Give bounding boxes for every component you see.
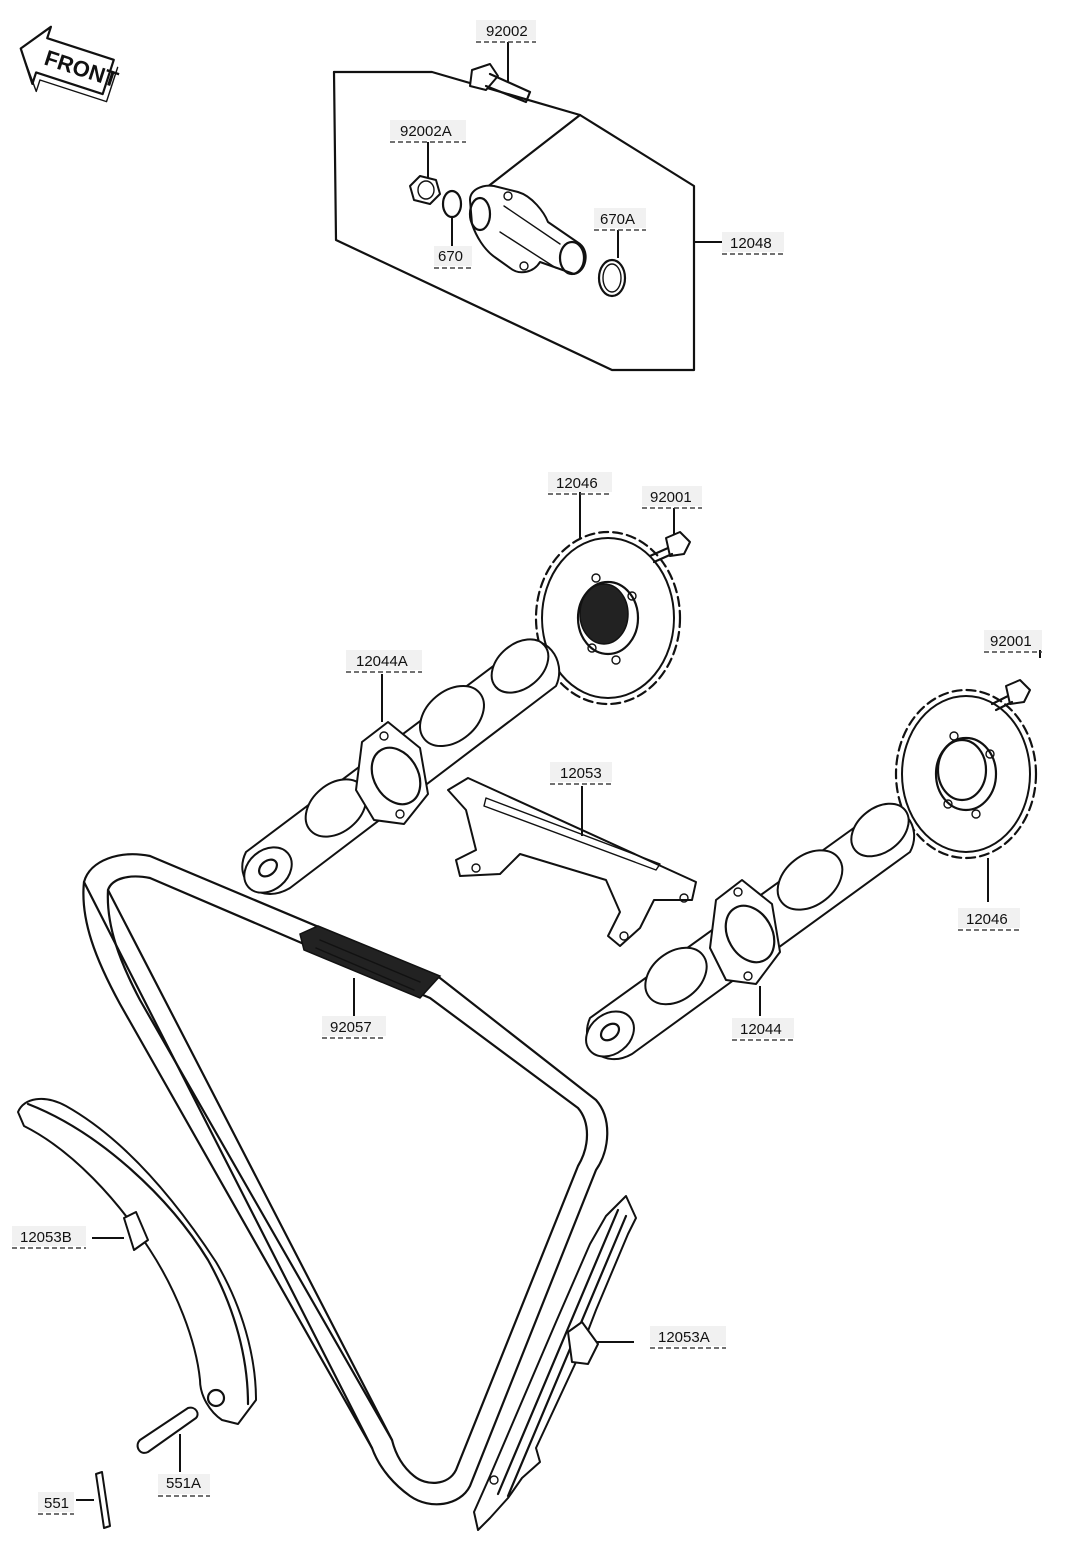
sprocket-top-icon	[534, 530, 682, 706]
sprocket-right-icon	[894, 688, 1038, 860]
svg-text:12046: 12046	[966, 911, 1008, 928]
label-92001-right: 92001	[984, 630, 1042, 653]
leader-lines	[76, 42, 1041, 1501]
svg-text:92057: 92057	[330, 1019, 372, 1036]
label-12053A: 12053A	[650, 1326, 726, 1349]
label-12048: 12048	[722, 232, 784, 255]
svg-text:551: 551	[44, 1495, 69, 1512]
label-12044A: 12044A	[346, 650, 422, 673]
front-arrow-icon: FRONT	[19, 25, 122, 103]
label-12053: 12053	[550, 762, 612, 785]
label-551: 551	[38, 1492, 74, 1515]
label-92001-top: 92001	[642, 486, 702, 509]
label-670A: 670A	[594, 208, 646, 231]
label-12046-top: 12046	[548, 472, 612, 495]
o-ring-670A-icon	[597, 258, 627, 298]
label-12053B: 12053B	[12, 1226, 86, 1249]
svg-text:670: 670	[438, 248, 463, 265]
svg-text:12044: 12044	[740, 1021, 782, 1038]
camshaft-12044-icon	[585, 802, 916, 1061]
svg-text:92002A: 92002A	[400, 123, 452, 140]
svg-text:12053A: 12053A	[658, 1329, 710, 1346]
svg-text:551A: 551A	[166, 1475, 201, 1492]
svg-text:92001: 92001	[650, 489, 692, 506]
bolt-92001-right-icon	[990, 679, 1031, 712]
label-551A: 551A	[158, 1474, 210, 1497]
svg-text:670A: 670A	[600, 211, 635, 228]
svg-text:92002: 92002	[486, 23, 528, 40]
svg-text:12048: 12048	[730, 235, 772, 252]
chain-guide-12053A-icon	[473, 1195, 637, 1531]
svg-text:12046: 12046	[556, 475, 598, 492]
svg-text:12053: 12053	[560, 765, 602, 782]
chain-guide-12053-icon	[447, 777, 697, 947]
camshaft-12044A-icon	[241, 638, 561, 895]
svg-text:92001: 92001	[990, 633, 1032, 650]
svg-text:12053B: 12053B	[20, 1229, 72, 1246]
svg-text:12044A: 12044A	[356, 653, 408, 670]
label-92002A: 92002A	[390, 120, 466, 143]
o-ring-670-icon	[441, 189, 463, 219]
label-12046-right: 12046	[958, 908, 1020, 931]
chain-guide-12053B-icon	[17, 1097, 257, 1425]
cam-chain-92057-icon	[82, 853, 609, 1506]
label-12044: 12044	[732, 1018, 794, 1041]
nut-92002A-icon	[409, 175, 441, 205]
label-670: 670	[434, 246, 472, 269]
tensioner-body-icon	[468, 184, 587, 276]
front-arrow-text: FRONT	[41, 45, 121, 92]
label-92002: 92002	[476, 20, 536, 43]
bolt-92002-icon	[469, 63, 532, 104]
pin-551A-icon	[136, 1406, 199, 1454]
pin-551-icon	[95, 1471, 111, 1529]
bolt-92001-top-icon	[648, 531, 691, 564]
label-92057: 92057	[322, 1016, 386, 1039]
